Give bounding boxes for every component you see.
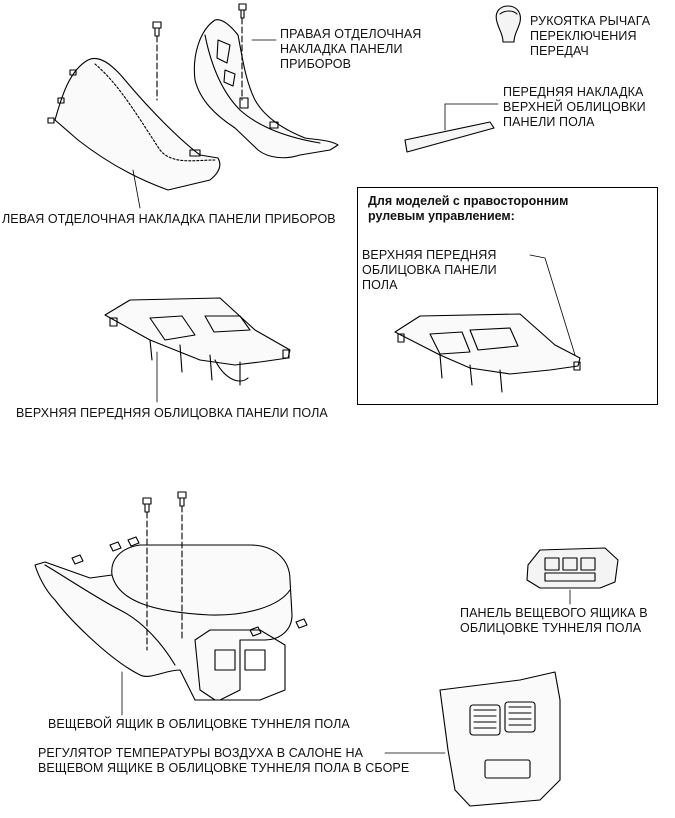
box-panel-line-1: ПАНЕЛЬ ВЕЩЕВОГО ЯЩИКА В	[460, 606, 648, 620]
rear-vent-line-1: РЕГУЛЯТОР ТЕМПЕРАТУРЫ ВОЗДУХА В САЛОНЕ Н…	[38, 746, 364, 760]
inset-label-line-2: ОБЛИЦОВКА ПАНЕЛИ	[362, 263, 497, 277]
inset-label-line-3: ПОЛА	[362, 278, 398, 292]
right-trim-line-3: ПРИБОРОВ	[280, 57, 352, 71]
front-strip-line-3: ПАНЕЛИ ПОЛА	[503, 115, 595, 129]
inset-title-line-2: рулевым управлением:	[368, 209, 515, 223]
shift-knob-label: РУКОЯТКА РЫЧАГА ПЕРЕКЛЮЧЕНИЯ ПЕРЕДАЧ	[530, 14, 650, 59]
left-dash-trim-label: ЛЕВАЯ ОТДЕЛОЧНАЯ НАКЛАДКА ПАНЕЛИ ПРИБОРО…	[2, 212, 336, 226]
inset-title: Для моделей с правосторонним рулевым упр…	[368, 194, 568, 224]
inset-upper-panel-label: ВЕРХНЯЯ ПЕРЕДНЯЯ ОБЛИЦОВКА ПАНЕЛИ ПОЛА	[362, 248, 497, 293]
rear-vent-line-2: ВЕЩЕВОМ ЯЩИКЕ В ОБЛИЦОВКЕ ТУННЕЛЯ ПОЛА В…	[38, 761, 410, 775]
right-trim-line-1: ПРАВАЯ ОТДЕЛОЧНАЯ	[280, 27, 422, 41]
shift-knob-part	[495, 5, 521, 43]
inset-label-line-1: ВЕРХНЯЯ ПЕРЕДНЯЯ	[362, 248, 497, 262]
rear-vent-part	[384, 671, 561, 807]
box-panel-line-2: ОБЛИЦОВКЕ ТУННЕЛЯ ПОЛА	[460, 621, 642, 635]
box-panel-part	[526, 547, 619, 605]
shift-knob-line-3: ПЕРЕДАЧ	[530, 44, 589, 58]
right-dash-trim-part	[193, 3, 339, 159]
front-strip-line-2: ВЕРХНЕЙ ОБЛИЦОВКИ	[503, 100, 646, 114]
inset-title-line-1: Для моделей с правосторонним	[368, 194, 569, 208]
front-strip-label: ПЕРЕДНЯЯ НАКЛАДКА ВЕРХНЕЙ ОБЛИЦОВКИ ПАНЕ…	[503, 85, 646, 130]
shift-knob-line-1: РУКОЯТКА РЫЧАГА	[530, 14, 651, 28]
inset-panel-part	[394, 254, 581, 393]
rear-vent-label: РЕГУЛЯТОР ТЕМПЕРАТУРЫ ВОЗДУХА В САЛОНЕ Н…	[38, 746, 409, 776]
right-dash-trim-label: ПРАВАЯ ОТДЕЛОЧНАЯ НАКЛАДКА ПАНЕЛИ ПРИБОР…	[280, 27, 421, 72]
front-strip-part	[404, 103, 499, 153]
upper-front-panel-part	[104, 297, 291, 403]
right-trim-line-2: НАКЛАДКА ПАНЕЛИ	[280, 42, 403, 56]
console-box-label: ВЕЩЕВОЙ ЯЩИК В ОБЛИЦОВКЕ ТУННЕЛЯ ПОЛА	[48, 717, 350, 731]
upper-front-panel-label: ВЕРХНЯЯ ПЕРЕДНЯЯ ОБЛИЦОВКА ПАНЕЛИ ПОЛА	[16, 406, 328, 420]
console-box-part	[34, 491, 308, 716]
left-dash-trim-part	[47, 21, 221, 209]
front-strip-line-1: ПЕРЕДНЯЯ НАКЛАДКА	[503, 85, 644, 99]
rhd-inset-box: Для моделей с правосторонним рулевым упр…	[357, 187, 658, 405]
box-panel-label: ПАНЕЛЬ ВЕЩЕВОГО ЯЩИКА В ОБЛИЦОВКЕ ТУННЕЛ…	[460, 606, 648, 636]
shift-knob-line-2: ПЕРЕКЛЮЧЕНИЯ	[530, 29, 637, 43]
